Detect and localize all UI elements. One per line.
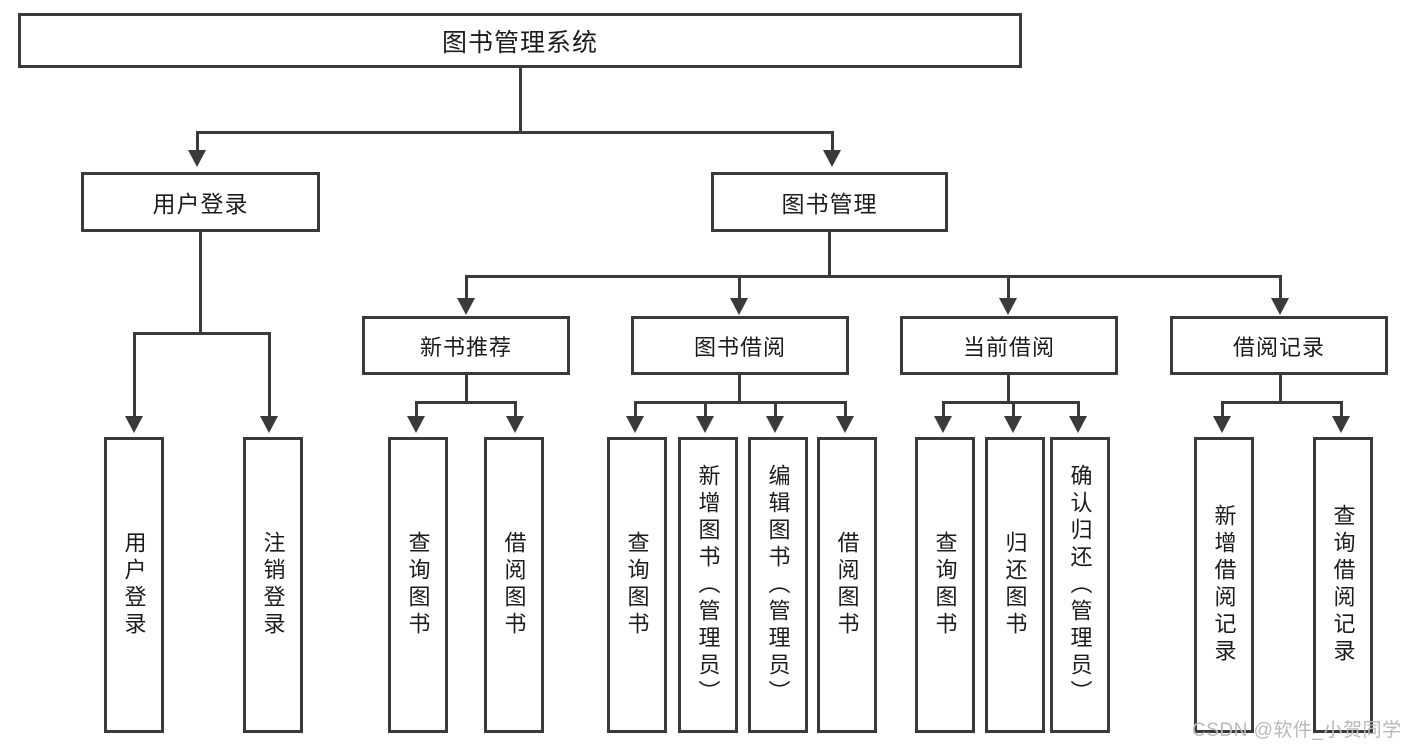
csdn-watermark: CSDN @软件_小贺同学 xyxy=(1192,720,1402,741)
connector-currentborrow-drop-1 xyxy=(942,401,945,417)
connector-borrowrecord-drop-2 xyxy=(1340,401,1343,417)
connector-bookborrow-trunk xyxy=(738,375,741,403)
leaf-borrow-book-2[interactable]: 借阅图书 xyxy=(817,437,877,733)
connector-bookborrow-drop-1 xyxy=(634,401,637,417)
leaf-add-record[interactable]: 新增借阅记录 xyxy=(1194,437,1254,733)
node-user-login[interactable]: 用户登录 xyxy=(81,172,320,232)
node-label: 新增图书（管理员） xyxy=(695,463,721,707)
node-label: 新增借阅记录 xyxy=(1211,504,1237,666)
node-current-borrow[interactable]: 当前借阅 xyxy=(900,316,1118,375)
arrowhead-leaf-edit-book xyxy=(766,416,784,433)
arrowhead-leaf-user-login xyxy=(125,416,143,433)
node-label: 借阅记录 xyxy=(1232,334,1325,360)
node-new-book-recommend[interactable]: 新书推荐 xyxy=(362,316,570,375)
arrowhead-leaf-add-record xyxy=(1213,416,1231,433)
leaf-borrow-book-1[interactable]: 借阅图书 xyxy=(484,437,544,733)
arrowhead-leaf-borrow-book-2 xyxy=(836,416,854,433)
connector-newbook-trunk xyxy=(465,375,468,403)
leaf-confirm-return[interactable]: 确认归还（管理员） xyxy=(1050,437,1110,733)
connector-root-trunk xyxy=(519,68,522,132)
node-label: 查询图书 xyxy=(624,531,650,639)
leaf-query-book-2[interactable]: 查询图书 xyxy=(607,437,667,733)
node-label: 借阅图书 xyxy=(834,531,860,639)
arrowhead-leaf-query-book-2 xyxy=(626,416,644,433)
connector-bookmgmt-drop-1 xyxy=(465,275,468,299)
node-label: 查询借阅记录 xyxy=(1330,504,1356,666)
node-label: 当前借阅 xyxy=(962,334,1055,360)
arrowhead-current-borrow xyxy=(999,298,1017,315)
node-label: 用户登录 xyxy=(121,531,147,639)
leaf-query-book-1[interactable]: 查询图书 xyxy=(388,437,448,733)
connector-root-drop-right xyxy=(831,131,834,151)
arrowhead-leaf-query-book-3 xyxy=(934,416,952,433)
arrowhead-book-borrow xyxy=(730,298,748,315)
connector-userlogin-bar xyxy=(133,332,268,335)
connector-bookborrow-bar xyxy=(634,401,847,404)
connector-borrowrecord-trunk xyxy=(1279,375,1282,403)
connector-currentborrow-bar xyxy=(942,401,1079,404)
connector-currentborrow-drop-3 xyxy=(1077,401,1080,417)
node-borrow-record[interactable]: 借阅记录 xyxy=(1170,316,1388,375)
connector-newbook-bar xyxy=(415,401,517,404)
connector-userlogin-drop-2 xyxy=(268,332,271,417)
node-label: 归还图书 xyxy=(1002,531,1028,639)
connector-currentborrow-trunk xyxy=(1007,375,1010,403)
arrowhead-leaf-borrow-book-1 xyxy=(506,416,524,433)
leaf-add-book[interactable]: 新增图书（管理员） xyxy=(678,437,738,733)
connector-bookmgmt-drop-4 xyxy=(1279,275,1282,299)
node-label: 新书推荐 xyxy=(419,334,512,360)
leaf-edit-book[interactable]: 编辑图书（管理员） xyxy=(748,437,808,733)
connector-bookmgmt-bar xyxy=(465,275,1282,278)
arrowhead-leaf-return-book xyxy=(1004,416,1022,433)
arrowhead-new-book-recommend xyxy=(457,298,475,315)
node-label: 查询图书 xyxy=(405,531,431,639)
leaf-query-book-3[interactable]: 查询图书 xyxy=(915,437,975,733)
node-label: 图书管理 xyxy=(781,191,878,217)
connector-bookborrow-drop-3 xyxy=(774,401,777,417)
connector-bookmgmt-drop-2 xyxy=(738,275,741,299)
connector-bookborrow-drop-2 xyxy=(704,401,707,417)
node-label: 编辑图书（管理员） xyxy=(765,463,791,707)
node-label: 查询图书 xyxy=(932,531,958,639)
node-label: 图书管理系统 xyxy=(441,28,598,57)
connector-bookborrow-drop-4 xyxy=(844,401,847,417)
arrowhead-to-book-management xyxy=(823,150,841,167)
leaf-query-record[interactable]: 查询借阅记录 xyxy=(1313,437,1373,733)
leaf-user-login[interactable]: 用户登录 xyxy=(104,437,164,733)
connector-root-bar xyxy=(196,131,833,134)
connector-bookmgmt-drop-3 xyxy=(1007,275,1010,299)
connector-userlogin-trunk xyxy=(199,232,202,334)
connector-newbook-drop-2 xyxy=(514,401,517,417)
node-label: 图书借阅 xyxy=(693,334,786,360)
node-book-management[interactable]: 图书管理 xyxy=(711,172,948,232)
connector-borrowrecord-drop-1 xyxy=(1221,401,1224,417)
node-label: 注销登录 xyxy=(260,531,286,639)
connector-bookmgmt-trunk xyxy=(828,232,831,277)
node-label: 借阅图书 xyxy=(501,531,527,639)
arrowhead-leaf-query-record xyxy=(1332,416,1350,433)
arrowhead-leaf-add-book xyxy=(696,416,714,433)
connector-root-drop-left xyxy=(196,131,199,151)
arrowhead-leaf-confirm-return xyxy=(1069,416,1087,433)
node-root-system[interactable]: 图书管理系统 xyxy=(18,13,1022,68)
leaf-logout-login[interactable]: 注销登录 xyxy=(243,437,303,733)
arrowhead-to-user-login xyxy=(188,150,206,167)
connector-userlogin-drop-1 xyxy=(133,332,136,417)
node-label: 用户登录 xyxy=(152,191,249,217)
node-label: 确认归还（管理员） xyxy=(1067,463,1093,707)
node-book-borrow[interactable]: 图书借阅 xyxy=(631,316,849,375)
arrowhead-leaf-query-book-1 xyxy=(407,416,425,433)
arrowhead-leaf-logout-login xyxy=(260,416,278,433)
connector-borrowrecord-bar xyxy=(1221,401,1343,404)
leaf-return-book[interactable]: 归还图书 xyxy=(985,437,1045,733)
connector-currentborrow-drop-2 xyxy=(1012,401,1015,417)
arrowhead-borrow-record xyxy=(1271,298,1289,315)
connector-newbook-drop-1 xyxy=(415,401,418,417)
